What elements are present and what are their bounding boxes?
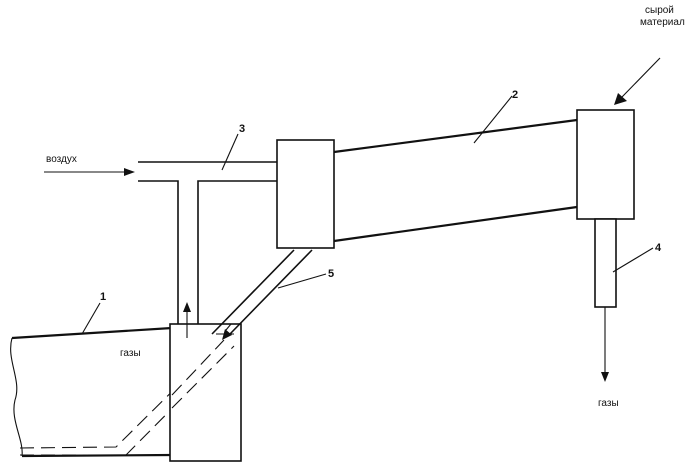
kiln-hot-end-box [277, 140, 334, 248]
leader-5 [278, 274, 326, 288]
label-number-1: 1 [100, 291, 106, 303]
cooler-junction-box [170, 324, 241, 461]
label-raw-material-line1: сырой [645, 5, 674, 16]
label-gases-exhaust: газы [598, 398, 619, 409]
label-gases-cooler: газы [120, 348, 141, 359]
label-air: воздух [46, 154, 77, 165]
label-number-2: 2 [512, 89, 518, 101]
gases-down-arrow [601, 307, 609, 382]
label-raw-material-line2: материал [640, 17, 685, 28]
flue-pipe [595, 219, 616, 307]
label-number-3: 3 [239, 123, 245, 135]
air-inlet-arrow [44, 168, 135, 176]
raw-material-arrow [614, 58, 660, 105]
flue-pipe-body [595, 219, 616, 307]
kiln-feed-end-box [577, 110, 634, 219]
label-number-5: 5 [328, 268, 334, 280]
descending-duct [212, 250, 312, 334]
leader-3 [222, 134, 238, 170]
air-pipe [138, 162, 277, 324]
label-number-4: 4 [655, 242, 662, 254]
rotary-kiln [334, 120, 577, 241]
leader-2 [474, 96, 512, 143]
leader-4 [613, 248, 653, 272]
leader-1 [82, 303, 100, 334]
cooler-body [11, 328, 172, 456]
